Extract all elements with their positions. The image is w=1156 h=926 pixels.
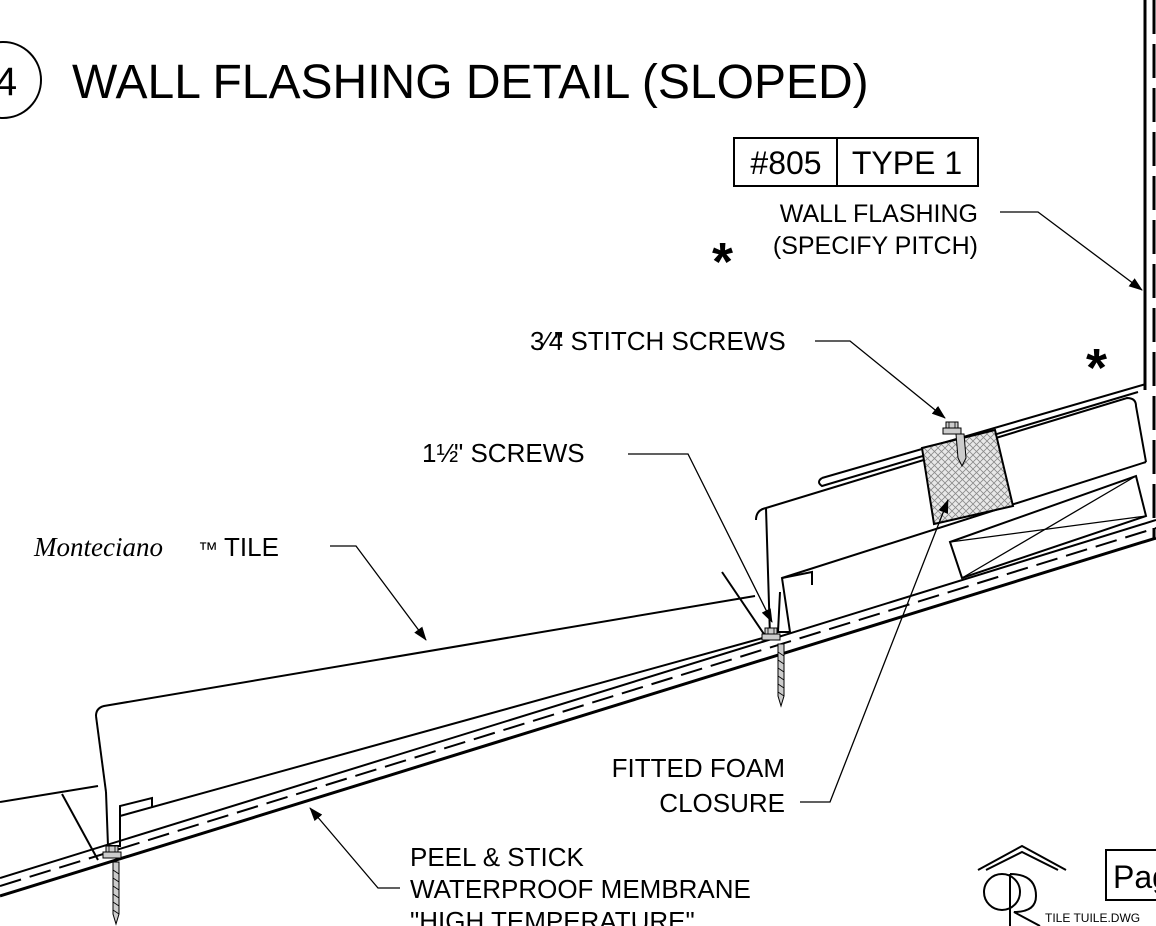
membrane-label-3: "HIGH TEMPERATURE" [410,906,695,926]
screw-lower [102,845,122,925]
detail-title: WALL FLASHING DETAIL (SLOPED) [72,56,869,109]
tile-leader [330,545,427,641]
foam-closure-label-1: FITTED FOAM [612,753,785,783]
roof-deck [0,519,1156,898]
wall-asterisk: * [1086,338,1107,398]
company-logo [977,844,1067,926]
foam-closure-leader [800,499,949,803]
screws-label: " SCREWS [454,438,585,468]
tile-brand: Monteciano [33,532,163,562]
foam-closure [920,428,1015,526]
tile-trademark: ™ [198,539,218,561]
detail-number-bubble [0,41,42,119]
tile-lower [0,595,771,861]
wall-flashing-leader [1000,211,1143,291]
tile-label: TILE [224,532,279,562]
stitch-screws-label: " STITCH SCREWS [554,326,786,356]
stitch-screws-fraction: 3⁄4 [530,326,563,356]
wall-flashing-label: WALL FLASHING [780,200,978,228]
membrane-leader [309,807,400,889]
stitch-screws-leader [815,340,946,419]
membrane-label-1: PEEL & STICK [410,842,585,872]
file-label: TILE TUILE.DWG [1045,911,1140,925]
screws-leader [628,453,773,623]
specify-pitch-asterisk: * [712,232,733,292]
batten-block [948,474,1148,580]
wall-flashing-leg [818,383,1147,488]
membrane-label-2: WATERPROOF MEMBRANE [410,874,751,904]
detail-number: 4 [0,60,17,104]
tile-upper [721,396,1147,641]
part-number: #805 [750,145,821,181]
specify-pitch-label: (SPECIFY PITCH) [773,232,978,260]
stitch-screw [942,421,967,468]
page-label: Pag [1113,859,1156,895]
page-box [1105,849,1156,901]
part-tag: #805 TYPE 1 [733,137,979,187]
screws-fraction: 1½ [422,438,458,468]
part-type: TYPE 1 [852,145,962,181]
foam-closure-label-2: CLOSURE [659,788,785,818]
screw-middle [761,627,785,707]
